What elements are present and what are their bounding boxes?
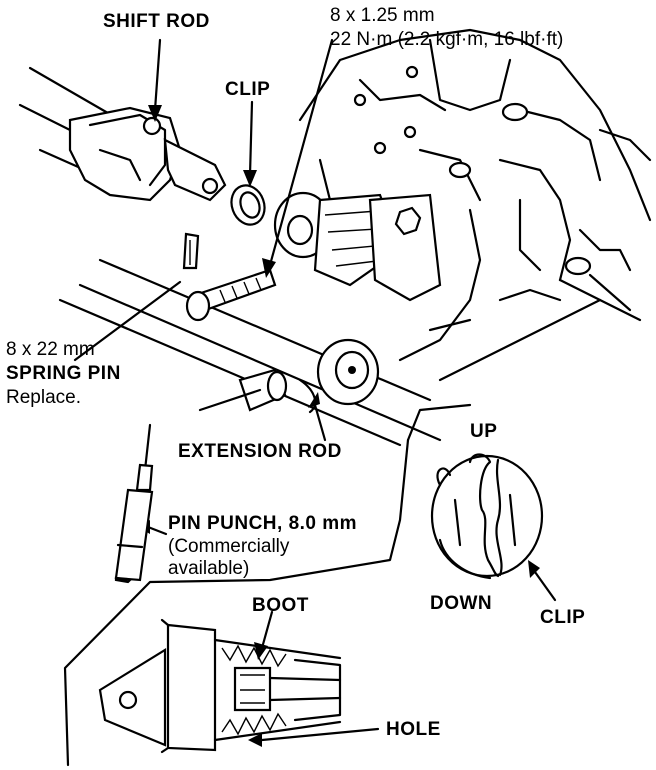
hole-label: HOLE (386, 719, 441, 740)
shift-rod-label: SHIFT ROD (103, 11, 210, 32)
up-label: UP (470, 421, 498, 442)
boot-leaders (248, 610, 380, 747)
leader-lines (73, 38, 334, 536)
top-clip-shape (230, 184, 266, 226)
commercially-label: (Commercially (168, 536, 290, 557)
clip-bottom-label: CLIP (540, 607, 586, 628)
torque-label: 22 N·m (2.2 kgf·m, 16 lbf·ft) (330, 29, 564, 50)
shaft-assembly (58, 191, 442, 447)
callout-frame (63, 403, 472, 767)
bolt-size-label: 8 x 1.25 mm (330, 5, 435, 26)
clip-detail-shape (430, 453, 544, 580)
available-label: available) (168, 558, 250, 579)
spring-pin-label: SPRING PIN (6, 363, 121, 384)
pin-punch-label: PIN PUNCH, 8.0 mm (168, 513, 358, 534)
pin-punch-shape (114, 423, 154, 584)
spring-pin-size-label: 8 x 22 mm (6, 339, 95, 360)
boot-detail-shape (98, 618, 342, 754)
clip-down-arrow (528, 560, 557, 602)
clip-top-label: CLIP (225, 79, 271, 100)
boot-label: BOOT (252, 595, 309, 616)
spring-pin-shape (182, 232, 200, 270)
replace-label: Replace. (6, 387, 81, 408)
extension-rod-label: EXTENSION ROD (178, 441, 342, 462)
transmission-housing (298, 28, 652, 382)
shift-rod-shape (18, 66, 227, 202)
down-label: DOWN (430, 593, 493, 614)
